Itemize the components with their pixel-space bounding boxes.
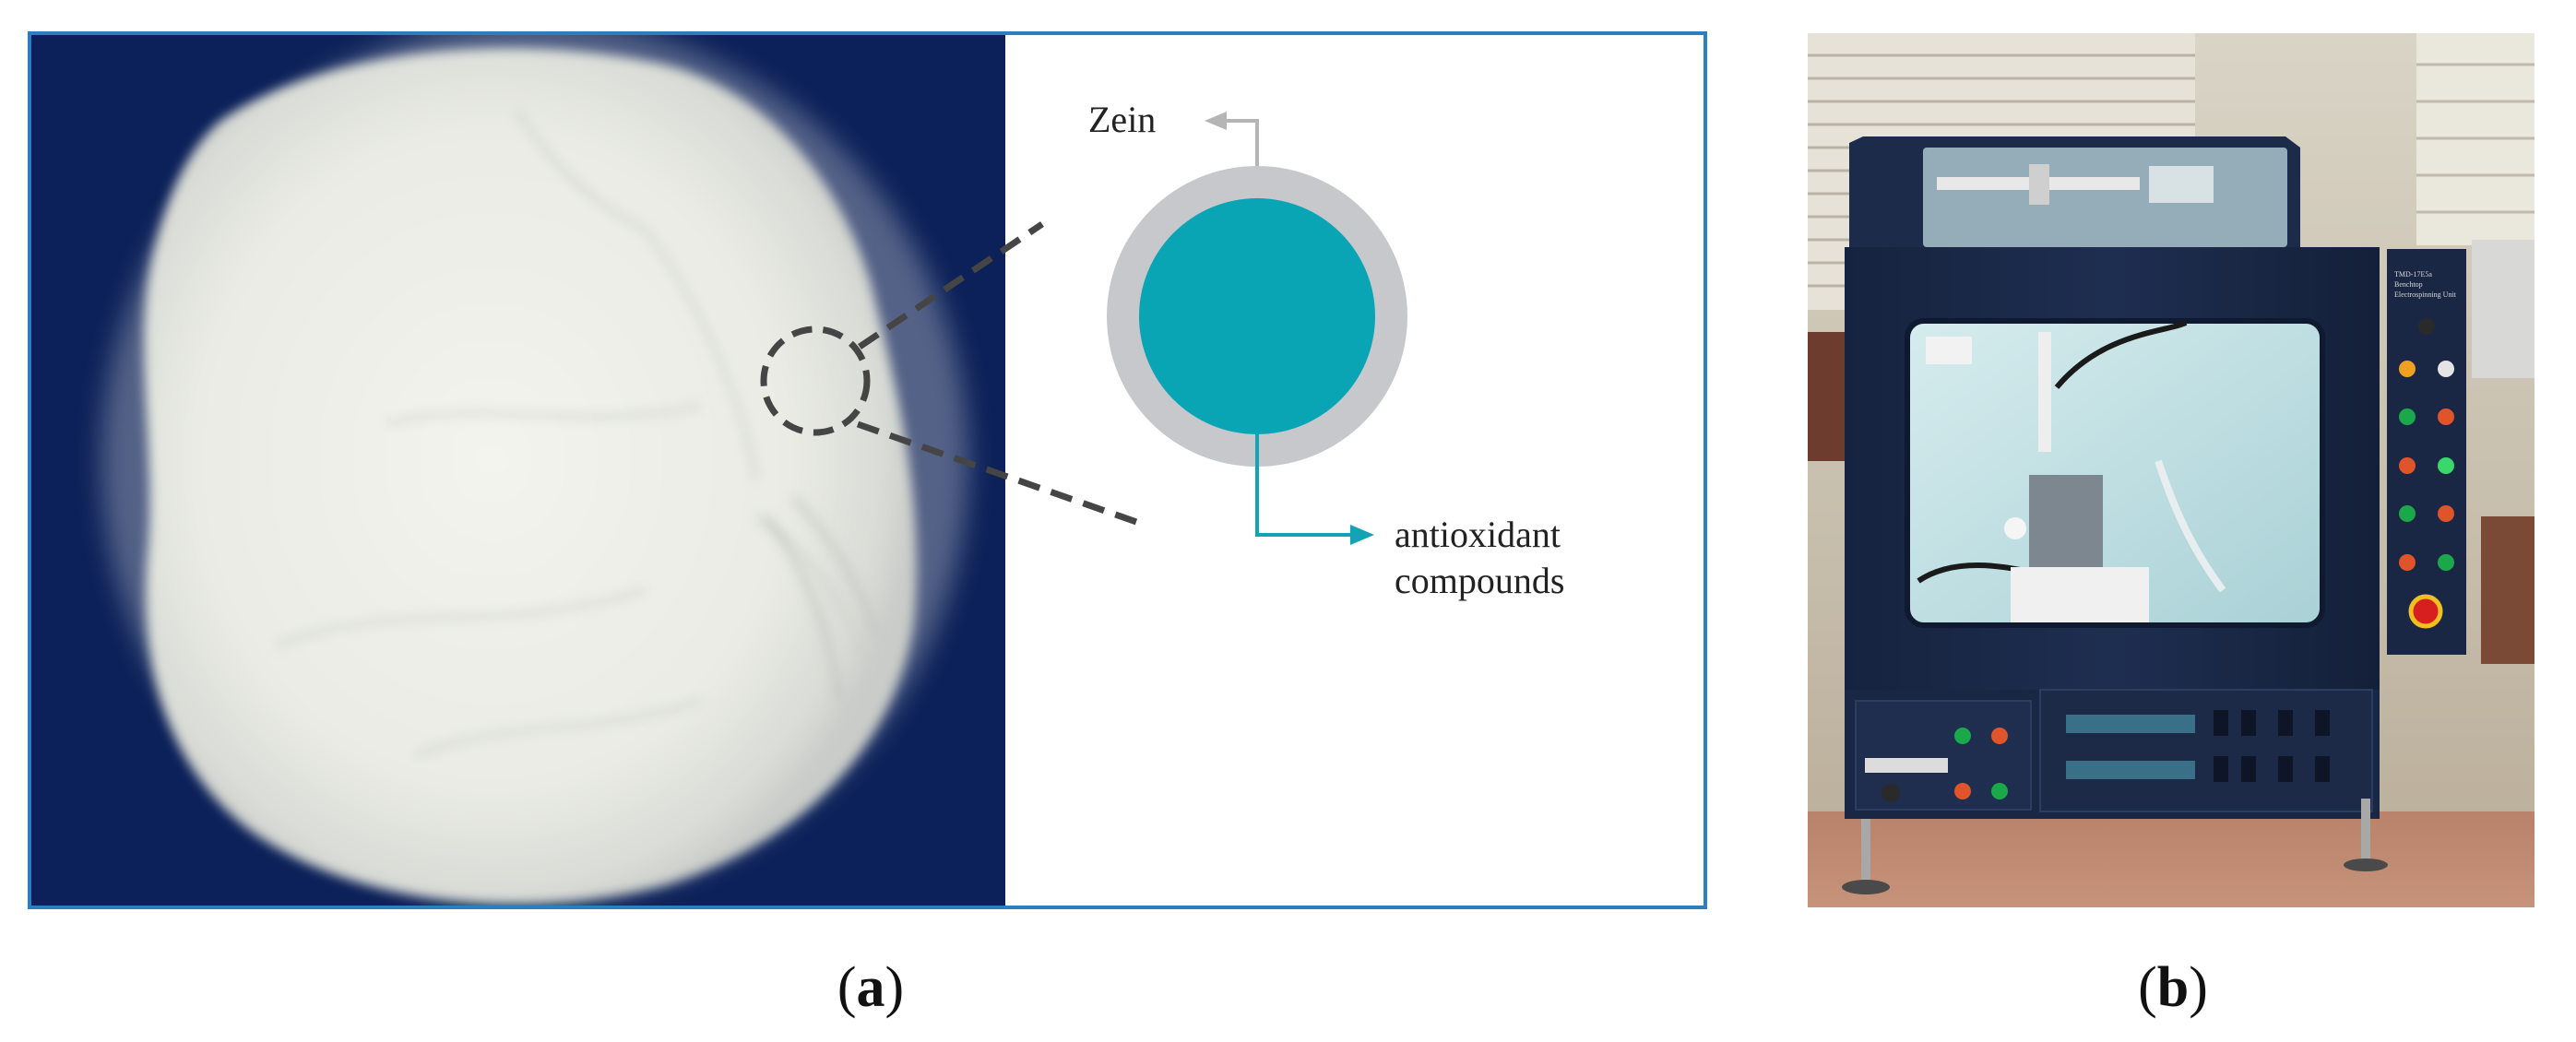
indicator-amber [2399,361,2416,377]
antioxidant-core [1139,198,1375,434]
panel-label-b: (b) [2138,956,2208,1019]
zein-arrow [1205,112,1259,166]
collector-plate [2029,475,2103,576]
plate-line2: Benchtop [2394,280,2423,289]
fabric-photo [30,33,1005,907]
emergency-stop-button [2408,594,2443,629]
plate-line3: Electrospinning Unit [2394,290,2457,299]
zoom-line-upper [858,221,1044,349]
zoom-indicator [760,221,1144,527]
control-knob-top [2418,318,2435,335]
left-shelf [1808,332,1845,461]
plate-line1: TMD-17E5a [2394,270,2432,278]
panel-b: TMD-17E5a Benchtop Electrospinning Unit [1808,33,2534,907]
electrospinning-unit: TMD-17E5a Benchtop Electrospinning Unit [1842,136,2466,894]
diagram-background [1005,33,1705,907]
display-readout-1 [2066,715,2195,733]
panel-a-frame [28,31,1707,909]
panel-letter-b: b [2156,956,2190,1019]
zoom-line-lower [856,420,1144,527]
core-label-line1: antioxidant [1395,514,1561,555]
zein-label: Zein [1088,99,1156,140]
control-column [2387,249,2466,655]
table-surface [1808,811,2534,907]
core-shell-particle [1107,166,1407,467]
right-cabinet [2481,516,2534,664]
display-readout-2 [2066,761,2195,779]
syringe-pump-cover [1923,148,2287,247]
panel-a: Zein antioxidant compounds [28,31,1707,909]
zoom-circle [760,326,871,436]
panel-letter-a: a [856,956,885,1019]
core-arrow [1255,434,1374,545]
side-instrument [2472,240,2534,378]
chamber-window [1905,318,2325,628]
core-label-line2: compounds [1395,560,1564,601]
panel-label-a: (a) [837,956,905,1019]
